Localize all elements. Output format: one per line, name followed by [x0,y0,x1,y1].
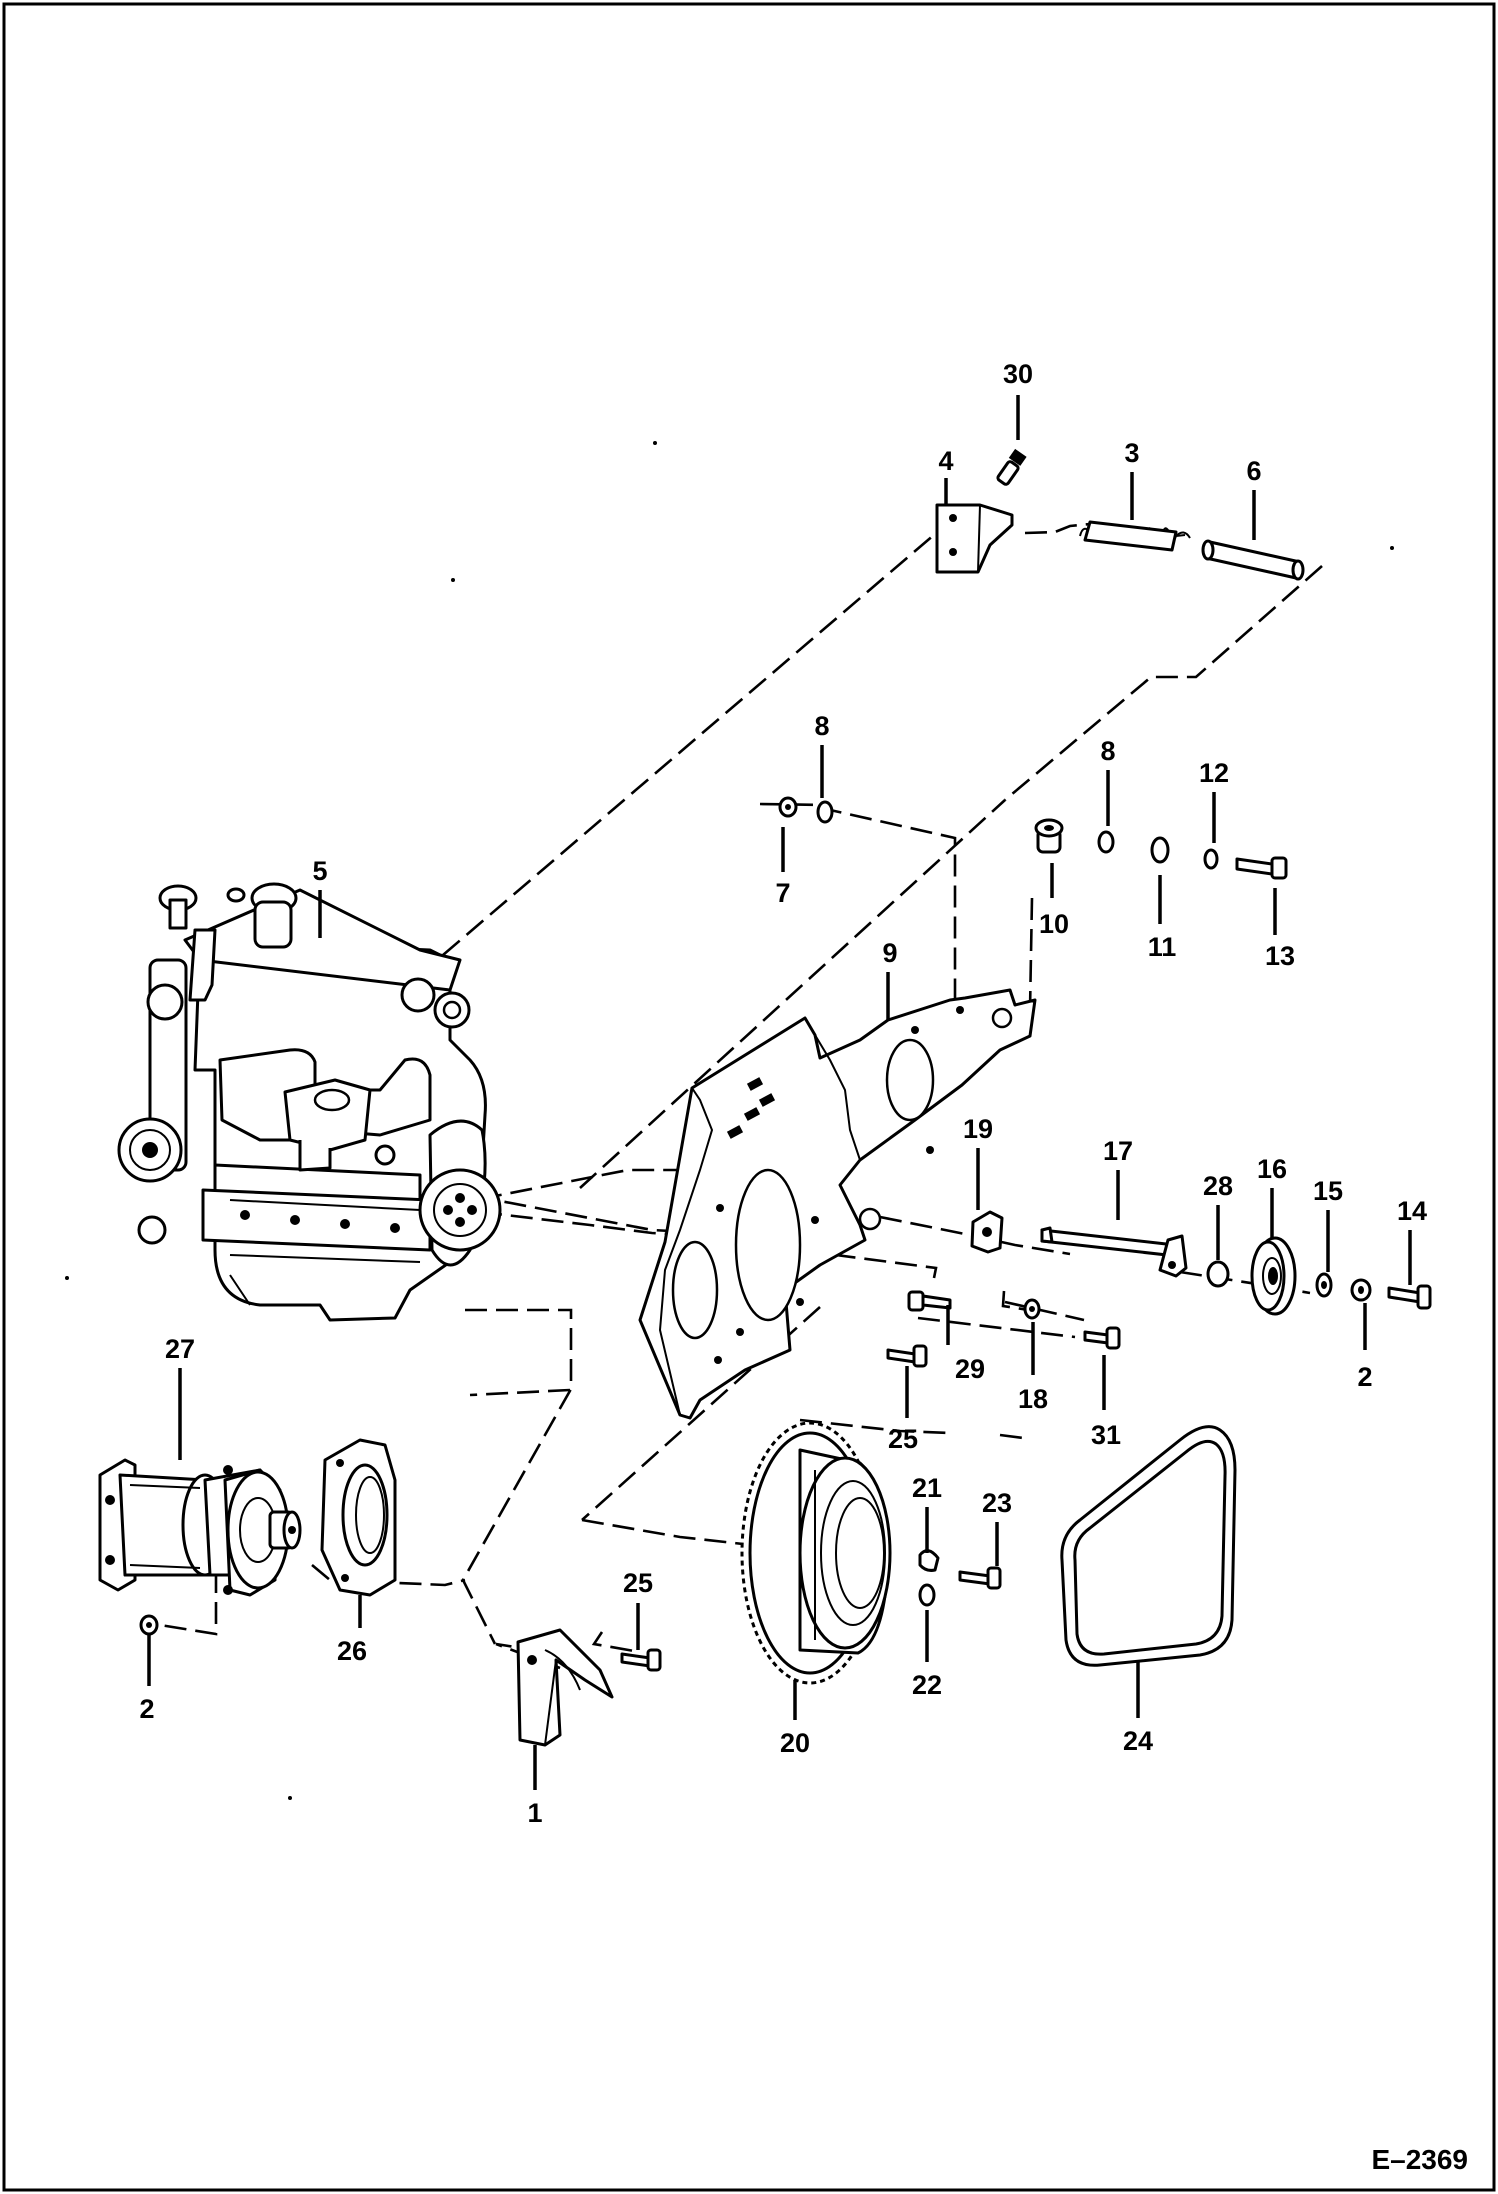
spacer-26-part [1206,1260,1230,1288]
flywheel-part [740,1421,892,1685]
callout-4: 4 [938,446,953,476]
spacer-10-part [1034,818,1064,854]
callout-2-left: 2 [139,1694,154,1724]
bracket-1-part [516,1628,614,1747]
callout-26: 28 [1203,1171,1233,1201]
engine-part [117,882,502,1322]
bolt-25-upper-part [886,1344,928,1368]
leader-lines [147,395,1412,1790]
callout-14: 14 [1397,1196,1427,1226]
callout-labels: 30 4 3 6 8 7 8 12 10 11 13 5 9 19 17 28 … [139,359,1427,1828]
callout-9: 9 [882,938,897,968]
callout-20: 20 [780,1728,810,1758]
callout-1: 1 [527,1798,542,1828]
bolt-23-part [958,1566,1002,1590]
callout-22: 22 [912,1670,942,1700]
nut-2-right-part [1350,1278,1372,1302]
callout-6: 6 [1246,456,1261,486]
callout-24: 24 [1123,1726,1153,1756]
washer-8b-part [1097,830,1115,854]
callout-13: 13 [1265,941,1295,971]
callout-16: 16 [1257,1154,1287,1184]
drawing-id: E–2369 [1371,2144,1468,2175]
scan-specks [65,441,1394,1800]
callout-11: 11 [1148,932,1177,962]
callout-8a: 8 [814,711,829,741]
callout-29: 29 [955,1354,985,1384]
washer-22-part [918,1583,936,1607]
washer-8-part [816,800,834,824]
pin-part [1201,539,1305,581]
callout-3: 3 [1124,438,1139,468]
nut-18-part [1023,1298,1041,1320]
bolt-30-part [996,448,1027,486]
bolt-25-lower-part [620,1648,662,1672]
belt-part [1060,1425,1237,1667]
bolt-13-part [1235,856,1288,880]
callout-5: 5 [312,856,327,886]
callout-28: 27 [165,1334,195,1364]
callout-10: 10 [1039,909,1069,939]
washer-11-part [1150,836,1170,864]
callout-19: 19 [963,1114,993,1144]
callout-21: 21 [912,1473,942,1503]
bolt-14-part [1387,1284,1432,1310]
starter-motor-part [98,1458,302,1597]
callout-25-upper: 25 [888,1424,918,1454]
callout-7: 7 [775,878,790,908]
callout-27: 26 [337,1636,367,1666]
engine-plate-part [638,988,1037,1420]
adjuster-19-part [970,1210,1004,1254]
callout-18: 18 [1018,1384,1048,1414]
bolt-31-part [1083,1326,1121,1350]
rod-17-part [1040,1226,1188,1278]
nut-7-part [778,796,798,818]
callout-8b: 8 [1100,736,1115,766]
bracket-part [935,503,1014,574]
adapter-housing-part [320,1438,397,1597]
callout-2-right: 2 [1357,1362,1372,1392]
callout-17: 17 [1103,1136,1133,1166]
callout-25-lower: 25 [623,1568,653,1598]
pulley-16-part [1250,1236,1297,1316]
callout-31: 31 [1091,1420,1121,1450]
retainer-21-part [918,1549,940,1572]
callout-15: 15 [1313,1176,1343,1206]
callout-23: 23 [982,1488,1012,1518]
washer-15-part [1315,1272,1333,1298]
callout-30: 30 [1003,359,1033,389]
bolt-29-part [907,1290,952,1312]
nut-2-left-part [139,1614,159,1636]
washer-12-part [1203,848,1219,870]
spring-part [1079,520,1191,552]
callout-12: 12 [1199,758,1229,788]
